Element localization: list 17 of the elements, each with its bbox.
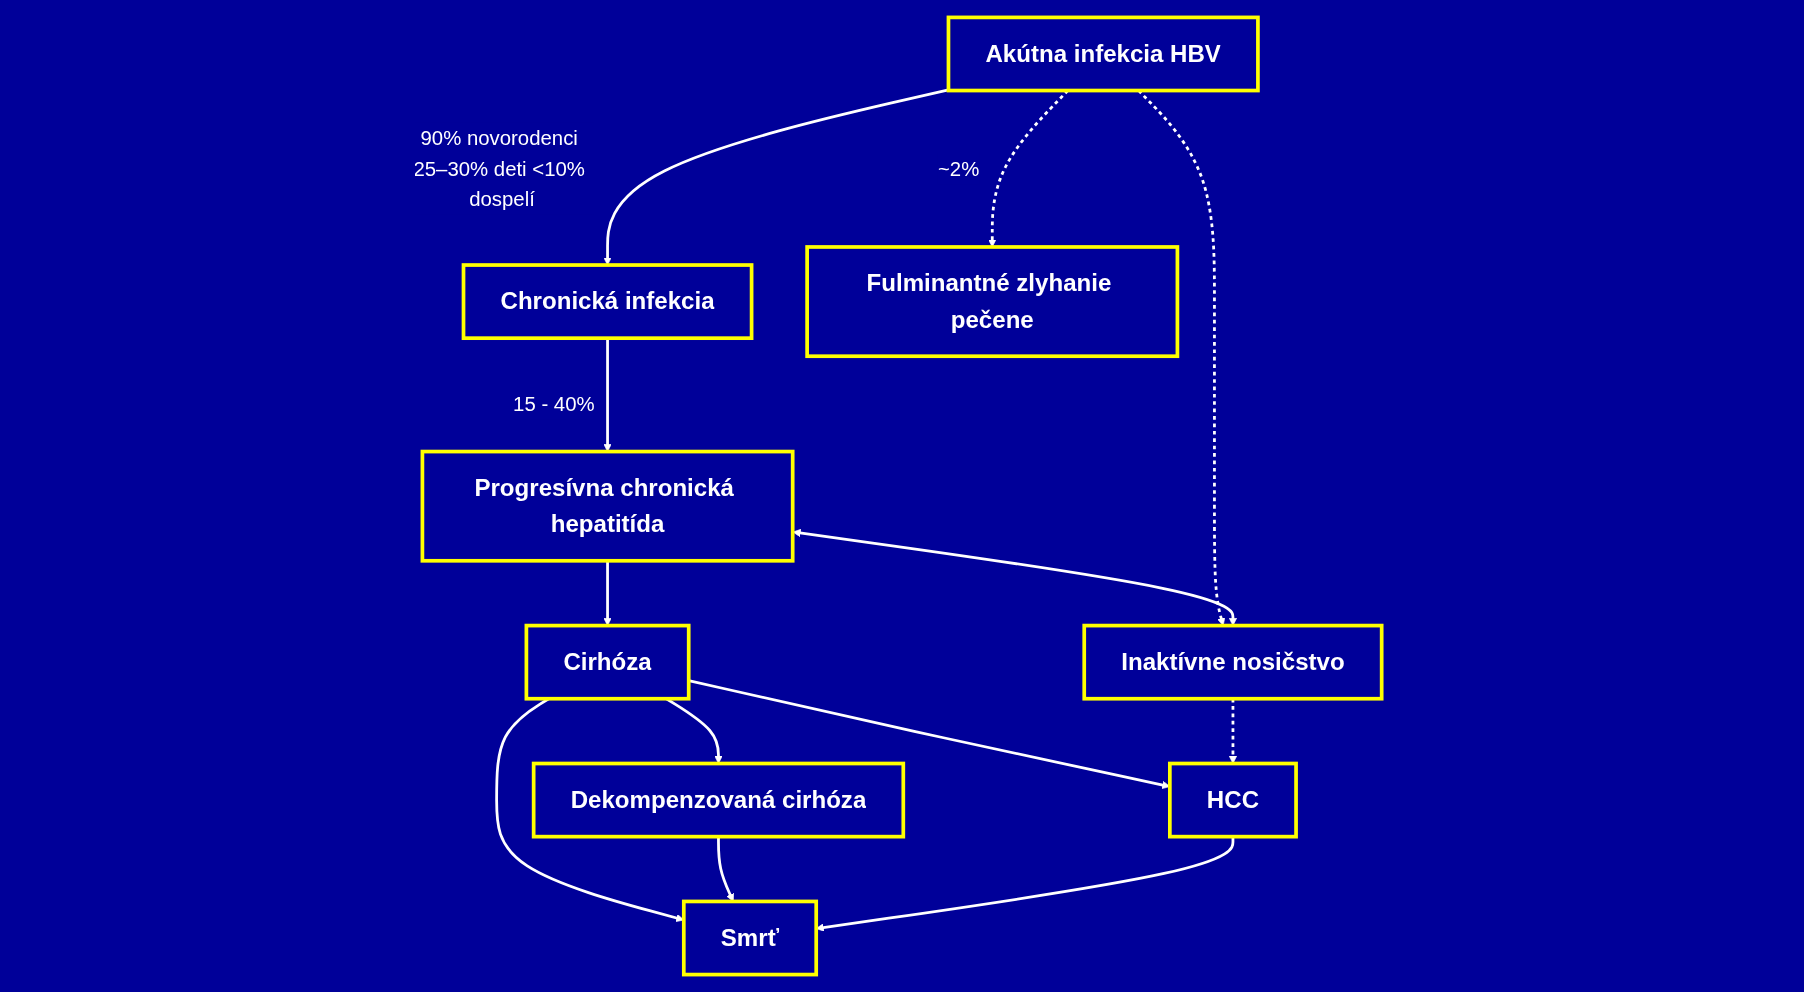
node-box: Fulminantné zlyhanie pečene [805,245,1180,359]
arrow [603,560,612,626]
arrow [717,836,734,902]
node-box: Cirhóza [524,623,691,701]
arrow [1228,698,1237,764]
edge-label: 15 - 40% [513,392,595,416]
edge-label: ~2% [937,157,980,181]
node-box: Chronická infekcia [461,263,754,340]
node-box: Dekompenzovaná cirhóza [531,761,906,839]
node-box: Akútna infekcia HBV [946,15,1260,93]
node-box: Smrť [681,899,818,977]
node-box: Inaktívne nosičstvo [1082,623,1384,701]
node-box: HCC [1167,761,1298,839]
arrow [603,88,949,266]
arrow [603,338,612,452]
edge-label: 90% novorodenci 25–30% deti <10% dospelí [413,126,585,211]
node-box: Progresívna chronická hepatitída [420,449,795,563]
